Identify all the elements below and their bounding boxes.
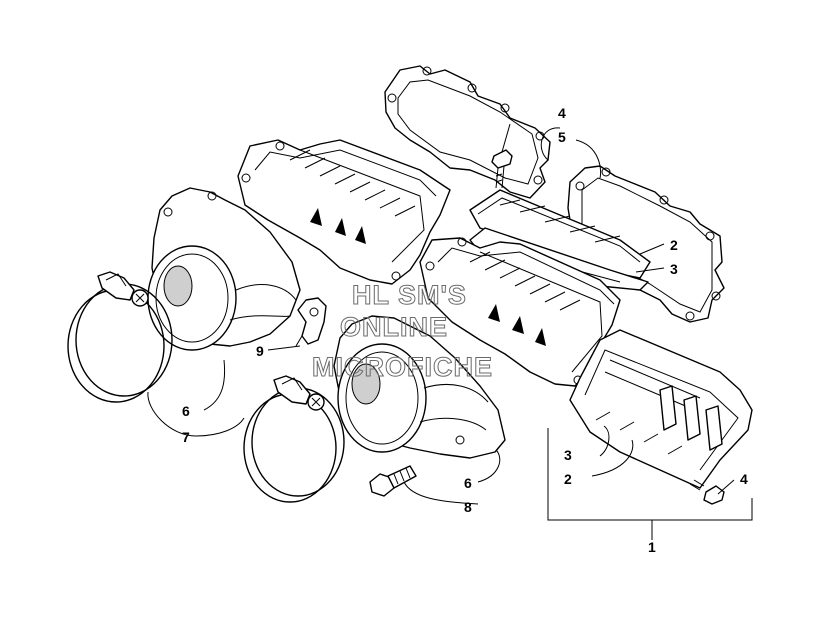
bolt — [369, 465, 417, 497]
callout-9: 9 — [256, 343, 264, 359]
screw-upper — [491, 149, 513, 189]
callout-7: 7 — [182, 429, 190, 445]
reed-valve-assembly-lower — [569, 329, 753, 489]
watermark-line-3: MICROFICHE — [312, 352, 493, 382]
watermark: HL SM'S ONLINE MICROFICHE — [312, 280, 493, 383]
callout-3-upper: 3 — [670, 261, 678, 277]
callout-6-lower: 6 — [464, 475, 472, 491]
callout-4-lower: 4 — [740, 471, 748, 487]
callout-4-upper: 4 — [558, 105, 566, 121]
callout-2-upper: 2 — [670, 237, 678, 253]
callout-5: 5 — [558, 129, 566, 145]
callout-8: 8 — [464, 499, 472, 515]
callout-3-lower: 3 — [564, 447, 572, 463]
watermark-line-2: ONLINE — [340, 312, 448, 342]
callout-labels: 1 2 2 3 3 4 4 5 6 6 7 8 9 — [182, 105, 748, 555]
callout-1: 1 — [648, 539, 656, 555]
reed-valve-body-upper — [237, 139, 451, 285]
callout-2-lower: 2 — [564, 471, 572, 487]
callout-6-upper: 6 — [182, 403, 190, 419]
hose-clamp-upper — [67, 271, 173, 403]
screw-lower — [689, 479, 725, 505]
intake-boot-lower — [333, 315, 506, 459]
hose-clamp-lower — [243, 375, 345, 503]
watermark-line-1: HL SM'S — [352, 280, 467, 310]
bracket — [295, 297, 327, 347]
leader-lines — [147, 123, 753, 540]
